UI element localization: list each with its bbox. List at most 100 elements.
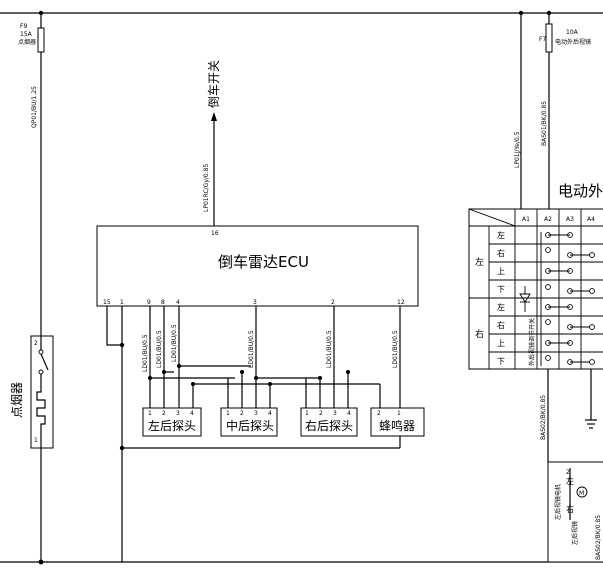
mirror-switch-table: A1 A2 A3 A4 左 右 左 右 上 下 左 右 上 下 bbox=[468, 208, 603, 370]
diagram-rect bbox=[547, 461, 603, 563]
diagram-text: LD01/BU/0.5 bbox=[156, 330, 163, 368]
sensor-center-rear: 1 2 3 4 中后探头 bbox=[220, 407, 278, 437]
diagram-circle bbox=[589, 359, 595, 365]
diagram-rect bbox=[220, 407, 278, 437]
motor-pos-bottom: 右 bbox=[566, 504, 574, 514]
diagram-rect bbox=[96, 225, 419, 307]
mirror-switch-title: 电动外 bbox=[558, 182, 603, 200]
ecu-pin-16: 16 bbox=[211, 230, 219, 237]
wire-switch-label: LP01RC/Gy/0.85 bbox=[203, 164, 210, 212]
ecu-pin-4: 4 bbox=[176, 299, 180, 306]
diagram-line bbox=[40, 353, 49, 371]
diagram-text: 3 bbox=[176, 410, 180, 417]
diagram-circle bbox=[545, 247, 551, 253]
diagram-circle bbox=[38, 369, 44, 375]
diagram-text: LD01/BU/0.5 bbox=[326, 330, 333, 368]
motor-pin: 2 bbox=[566, 469, 570, 476]
diagram-text: 上 bbox=[497, 339, 505, 348]
lighter-pin-1: 1 bbox=[34, 437, 38, 444]
diagram-text: 1 bbox=[226, 410, 230, 417]
motor-icon bbox=[576, 486, 588, 498]
wire-mirror-label: BAS01/BK/0.85 bbox=[541, 101, 548, 146]
diagram-circle bbox=[38, 349, 44, 355]
diagram-text: LD01/BU/0.5 bbox=[171, 324, 178, 362]
sensor-center-label: 中后探头 bbox=[226, 418, 274, 433]
diagram-circle bbox=[589, 324, 595, 330]
ecu-title: 倒车雷达ECU bbox=[218, 253, 309, 271]
ecu-pin-15: 15 bbox=[103, 299, 111, 306]
diagram-text: 2 bbox=[319, 410, 323, 417]
sensor-harness: LD01/BU/0.5 LD01/BU/0.5 LD01/BU/0.5 LD01… bbox=[142, 306, 401, 408]
diagram-text: 3 bbox=[333, 410, 337, 417]
diagram-circle bbox=[545, 284, 551, 290]
diagram-text: M bbox=[579, 490, 584, 497]
motor-label-2: 左后视镜 bbox=[571, 521, 579, 545]
diagram-text: A3 bbox=[566, 216, 574, 223]
diagram-circle bbox=[148, 376, 152, 380]
sensor-left-rear: 1 2 3 4 左后探头 bbox=[142, 407, 202, 437]
diagram-text: 右 bbox=[497, 320, 505, 330]
diagram-text: LD01/BU/0.5 bbox=[142, 334, 149, 372]
junction-dot bbox=[119, 342, 125, 348]
diagram-rect bbox=[370, 407, 425, 437]
diagram-text: 2 bbox=[240, 410, 244, 417]
diagram-text: 左 bbox=[497, 302, 505, 312]
radar-ecu: 倒车雷达ECU 16 15 1 9 8 4 3 2 12 bbox=[96, 225, 419, 307]
diagram-text: 左 bbox=[497, 230, 505, 240]
diagram-text: 3 bbox=[254, 410, 258, 417]
diagram-polygon bbox=[211, 112, 217, 121]
diagram-circle bbox=[589, 288, 595, 294]
diagram-circle bbox=[191, 382, 195, 386]
fuse-f9: F9 15A 点烟器 QP01/BU/1.25 bbox=[18, 13, 45, 336]
diagram-text: 2 bbox=[377, 410, 381, 417]
diagram-text: 1 bbox=[305, 410, 309, 417]
diagram-rect bbox=[545, 23, 553, 53]
ecu-pin-1: 1 bbox=[120, 299, 124, 306]
diagram-text: 下 bbox=[497, 357, 505, 366]
diagram-text: 2 bbox=[162, 410, 166, 417]
diagram-circle bbox=[268, 382, 272, 386]
diagram-text: 右 bbox=[497, 248, 505, 258]
diagram-text: LD01/BU/0.5 bbox=[248, 330, 255, 368]
ecu-pin-9: 9 bbox=[147, 299, 151, 306]
cigarette-lighter: 2 1 点烟器 bbox=[10, 335, 54, 449]
diagram-text: 4 bbox=[190, 410, 194, 417]
wire-f9-label: QP01/BU/1.25 bbox=[31, 86, 38, 128]
diagram-text: 1 bbox=[148, 410, 152, 417]
lighter-label: 点烟器 bbox=[10, 382, 24, 418]
diagram-circle bbox=[240, 370, 244, 374]
buzzer: 2 1 蜂鸣器 bbox=[370, 407, 425, 437]
ecu-pin-3: 3 bbox=[253, 299, 257, 306]
diagram-text: 上 bbox=[497, 267, 505, 276]
fuse-f9-name: 点烟器 bbox=[18, 38, 36, 46]
reverse-switch-label: 倒车开关 bbox=[206, 60, 221, 108]
reverse-switch-lead: 倒车开关 LP01RC/Gy/0.85 bbox=[203, 60, 221, 226]
ecu-pin-2: 2 bbox=[331, 299, 335, 306]
ecu-pin-12: 12 bbox=[397, 299, 405, 306]
diagram-text: 右 bbox=[475, 328, 484, 340]
diagram-text: A2 bbox=[544, 216, 552, 223]
diagram-text: A1 bbox=[522, 216, 530, 223]
diagram-circle bbox=[177, 364, 181, 368]
diagram-circle bbox=[589, 252, 595, 258]
diagram-circle bbox=[346, 370, 350, 374]
switch-side-label: 外后视镜调节开关 bbox=[528, 318, 536, 366]
diagram-circle bbox=[318, 376, 322, 380]
wire-bottom-b: BAS02/BK/0.85 bbox=[595, 515, 602, 560]
fuse-f9-rating: 15A bbox=[20, 31, 33, 38]
wire-pin15 bbox=[106, 306, 122, 346]
diagram-text: A4 bbox=[587, 216, 595, 223]
lighter-pin-2: 2 bbox=[34, 340, 38, 347]
indicator-led-icon bbox=[519, 286, 531, 312]
diagram-rect bbox=[300, 407, 358, 437]
diagram-polyline bbox=[36, 374, 46, 448]
diagram-rect bbox=[37, 27, 45, 53]
switch-contacts bbox=[540, 232, 595, 366]
diagram-circle bbox=[254, 376, 258, 380]
diagram-text: 下 bbox=[497, 285, 505, 294]
motor-pos-top: 左 bbox=[566, 476, 574, 486]
diagram-text: 左 bbox=[475, 256, 484, 268]
diagram-circle bbox=[545, 319, 551, 325]
diagram-rect bbox=[142, 407, 202, 437]
